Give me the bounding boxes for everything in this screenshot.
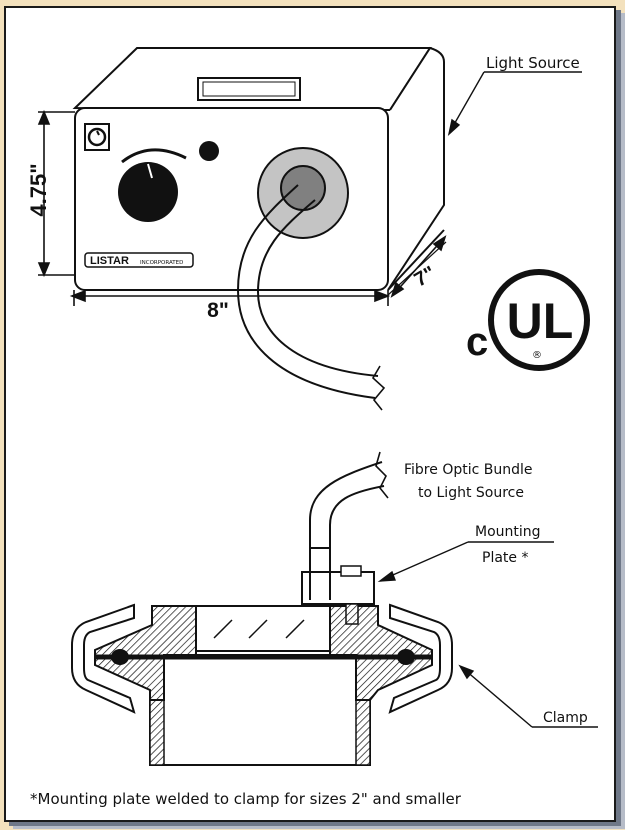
clamp-jaw-right — [388, 603, 453, 714]
mounting-plate-label: Mounting — [475, 524, 541, 540]
brand-name: LISTAR — [90, 255, 129, 267]
box-top-vent-inner — [202, 81, 296, 97]
mounting-bolt-head — [340, 565, 362, 577]
mounting-bolt — [345, 603, 359, 625]
fibre-bundle-label: Fibre Optic Bundle — [404, 462, 533, 478]
tube-body — [149, 654, 371, 766]
intensity-scale-arc — [121, 148, 187, 164]
intensity-knob — [118, 162, 178, 222]
gasket-left — [111, 649, 129, 665]
clamp-jaw-left — [71, 603, 136, 714]
height-dimension-label: 4.75" — [26, 163, 51, 216]
bundle-break — [375, 451, 389, 499]
fibre-bundle-label-line2: to Light Source — [418, 485, 524, 501]
clamp-leader — [458, 664, 598, 728]
light-source-leader — [447, 71, 582, 136]
width-dimension-label: 8" — [207, 299, 229, 322]
registered-mark: ® — [532, 350, 542, 361]
mounting-plate-label-line2: Plate * — [482, 550, 528, 566]
dimensions — [37, 109, 447, 306]
footnote: *Mounting plate welded to clamp for size… — [30, 790, 461, 808]
fibre-bundle — [309, 461, 385, 600]
mounting-plate-leader — [377, 541, 554, 582]
gasket-right — [397, 649, 415, 665]
front-panel: LISTAR INCORPORATED — [84, 123, 349, 268]
clamp-assembly — [71, 451, 453, 766]
fibre-port-inner — [280, 165, 326, 211]
mounting-plate — [301, 571, 375, 605]
light-source-label: Light Source — [486, 54, 580, 72]
ul-letters: UL — [507, 293, 574, 349]
brand-plate — [84, 252, 194, 268]
depth-dimension-label: 7" — [411, 262, 440, 291]
cert-prefix: c — [466, 320, 488, 364]
box-side-face — [387, 46, 445, 291]
brand-subtitle: INCORPORATED — [140, 260, 183, 266]
cable-break — [371, 365, 386, 411]
power-switch-icon — [87, 127, 107, 147]
ul-circle — [488, 269, 590, 371]
sight-glass — [195, 605, 331, 652]
glass-reflection-marks — [213, 619, 305, 639]
ul-certification-mark: c UL ® — [466, 269, 590, 371]
clamp-label: Clamp — [543, 710, 588, 726]
indicator-light — [199, 141, 219, 161]
